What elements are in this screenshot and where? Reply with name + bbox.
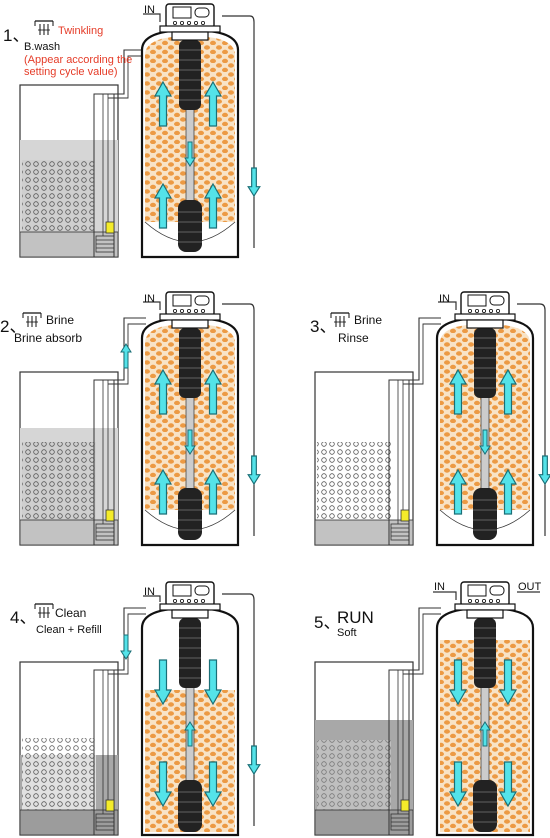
step-2-inlet-label: IN xyxy=(144,293,155,305)
step-4-number: 4、 xyxy=(10,608,37,627)
step-4-inlet-label: IN xyxy=(144,586,155,598)
step-4-subtitle: Clean + Refill xyxy=(36,624,102,636)
step-1-subtitle: B.wash xyxy=(24,41,61,53)
step-3-subtitle: Rinse xyxy=(338,331,369,345)
step-4-diagram xyxy=(19,581,261,837)
step-1-diagram xyxy=(19,3,261,259)
step-2-title: Brine xyxy=(46,313,75,327)
step-1-number: 1、 xyxy=(3,26,30,45)
step-2-subtitle: Brine absorb xyxy=(14,331,83,345)
step-5-title: RUN xyxy=(337,608,374,627)
step-3-number: 3、 xyxy=(310,317,337,336)
step-5-inlet-label: IN xyxy=(434,581,445,593)
step-3-title: Brine xyxy=(354,313,383,327)
step-1-title: Twinkling xyxy=(58,25,104,37)
step-5-diagram xyxy=(314,581,540,837)
brine-tank-3 xyxy=(314,371,414,546)
brine-tank-2 xyxy=(19,371,119,546)
step-1-note-line1: (Appear according the xyxy=(24,54,133,66)
step-5-outlet-label: OUT xyxy=(518,581,542,593)
step-4-title: Clean xyxy=(55,606,87,620)
step-1-note-line2: setting cycle value) xyxy=(24,66,118,78)
step-3-inlet-label: IN xyxy=(439,293,450,305)
step-3-diagram xyxy=(314,291,550,547)
step-5-number: 5、 xyxy=(314,613,341,632)
step-1-symbol-icon xyxy=(34,20,54,36)
step-5-subtitle: Soft xyxy=(337,627,357,639)
brine-tank-1 xyxy=(19,84,119,258)
step-2-number: 2、 xyxy=(0,317,27,336)
brine-tank-5 xyxy=(314,661,414,836)
brine-tank-4 xyxy=(19,661,119,836)
step-1-inlet-label: IN xyxy=(144,4,155,16)
step-2-diagram xyxy=(19,291,261,547)
step-4-symbol-icon xyxy=(34,603,54,619)
